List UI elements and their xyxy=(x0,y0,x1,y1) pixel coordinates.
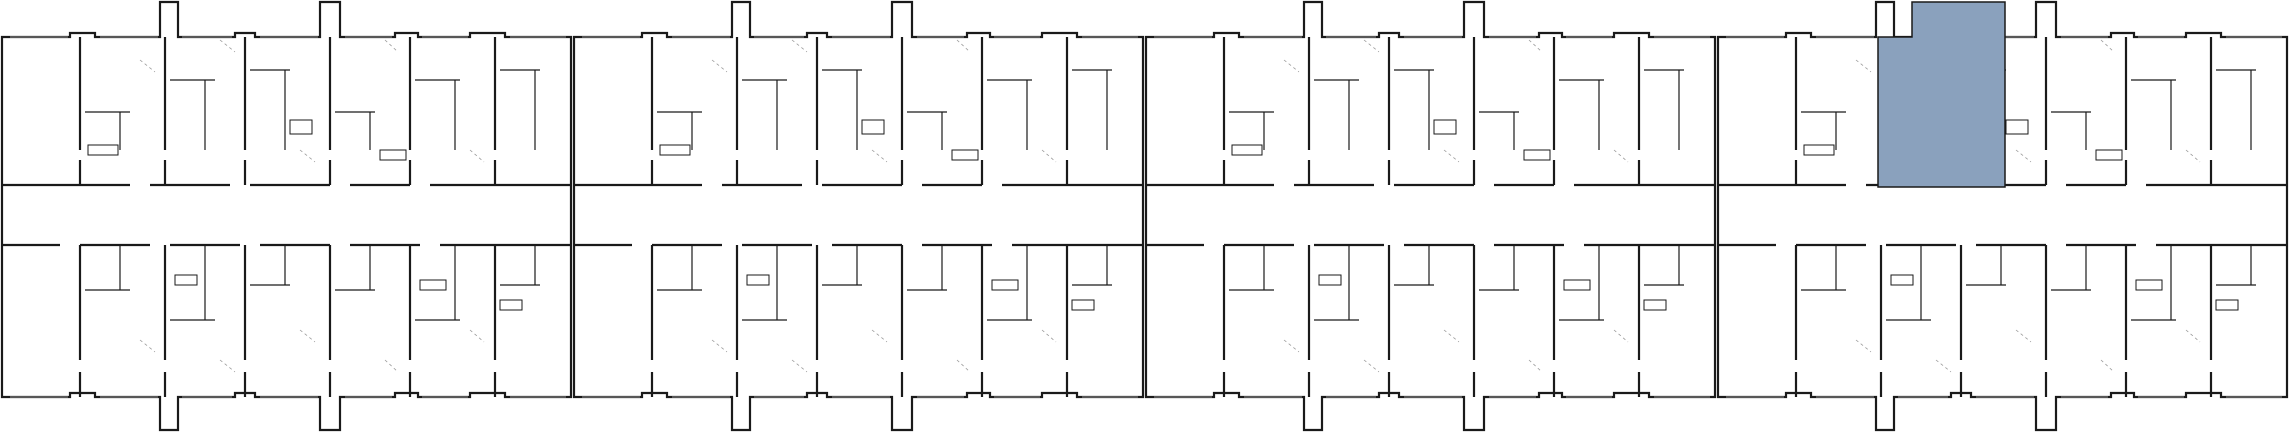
building-section-1 xyxy=(0,0,573,432)
building-section-3 xyxy=(1144,0,1717,432)
building-section-2 xyxy=(572,0,1145,432)
highlighted-apartment[interactable] xyxy=(1877,1,2006,188)
